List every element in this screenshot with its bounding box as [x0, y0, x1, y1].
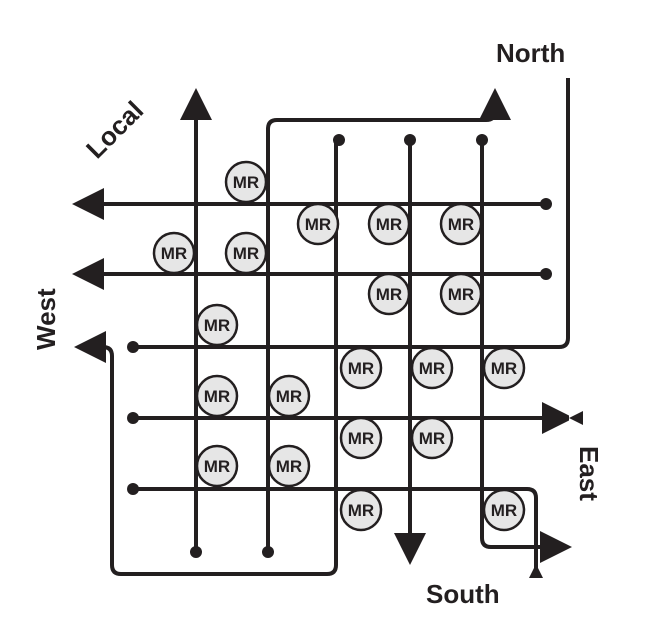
router-node: MR — [195, 374, 239, 418]
router-circle — [367, 272, 411, 316]
north-label: North — [496, 38, 565, 68]
router-node: MR — [267, 374, 311, 418]
router-label: MR — [233, 173, 259, 192]
router-circle — [339, 416, 383, 460]
router-node: MR — [339, 488, 383, 532]
north-path — [266, 88, 511, 552]
router-circle — [482, 488, 526, 532]
north-in-path — [133, 78, 570, 349]
router-node: MR — [339, 346, 383, 390]
router-label: MR — [376, 285, 402, 304]
dot-left-1 — [127, 341, 139, 353]
router-node: MR — [296, 202, 340, 246]
router-label: MR — [376, 215, 402, 234]
router-circle — [482, 346, 526, 390]
router-label: MR — [348, 429, 374, 448]
router-label: MR — [448, 285, 474, 304]
east-in-arrowhead — [529, 564, 543, 578]
east-out-path — [480, 140, 572, 563]
router-node: MR — [152, 231, 196, 275]
router-node: MR — [482, 488, 526, 532]
east-label: East — [574, 446, 604, 501]
router-node: MR — [339, 416, 383, 460]
router-circle — [339, 488, 383, 532]
router-label: MR — [419, 429, 445, 448]
router-node: MR — [410, 416, 454, 460]
dot-bottom-2 — [262, 546, 274, 558]
dot-top-2 — [404, 134, 416, 146]
local-label: Local — [80, 95, 149, 164]
router-label: MR — [276, 387, 302, 406]
router-label: MR — [419, 359, 445, 378]
router-nodes: MR MR MR MR MR MR MR MR MR MR MR MR MR MR MR MR MR MR MR MR — [152, 160, 526, 532]
dot-left-3 — [127, 483, 139, 495]
router-circle — [195, 444, 239, 488]
router-circle — [439, 272, 483, 316]
router-circle — [195, 303, 239, 347]
west-label: West — [31, 288, 61, 350]
router-circle — [224, 231, 268, 275]
router-node: MR — [367, 202, 411, 246]
router-node: MR — [195, 303, 239, 347]
router-node: MR — [410, 346, 454, 390]
router-label: MR — [491, 501, 517, 520]
router-circle — [152, 231, 196, 275]
router-label: MR — [348, 359, 374, 378]
router-label: MR — [204, 457, 230, 476]
dot-right-2 — [540, 268, 552, 280]
router-label: MR — [348, 501, 374, 520]
router-label: MR — [448, 215, 474, 234]
east-in-path — [133, 487, 538, 568]
router-node: MR — [267, 444, 311, 488]
dot-right-1 — [540, 198, 552, 210]
dot-top-1 — [333, 134, 345, 146]
router-label: MR — [161, 244, 187, 263]
router-circle — [410, 346, 454, 390]
router-node: MR — [224, 160, 268, 204]
router-node: MR — [367, 272, 411, 316]
router-circle — [410, 416, 454, 460]
router-circle — [224, 160, 268, 204]
router-circle — [339, 346, 383, 390]
router-node: MR — [195, 444, 239, 488]
terminal-dots — [127, 134, 552, 558]
router-node: MR — [439, 202, 483, 246]
router-label: MR — [276, 457, 302, 476]
dot-top-3 — [476, 134, 488, 146]
router-circle — [195, 374, 239, 418]
router-circle — [267, 374, 311, 418]
router-label: MR — [233, 244, 259, 263]
router-label: MR — [204, 316, 230, 335]
router-node: MR — [224, 231, 268, 275]
west-return-path — [90, 140, 338, 576]
router-circle — [267, 444, 311, 488]
router-circle — [296, 202, 340, 246]
dot-left-2 — [127, 412, 139, 424]
dot-bottom-1 — [190, 546, 202, 558]
router-circle — [367, 202, 411, 246]
router-label: MR — [305, 215, 331, 234]
router-label: MR — [491, 359, 517, 378]
router-label: MR — [204, 387, 230, 406]
router-circle — [439, 202, 483, 246]
row3-arrowhead — [569, 411, 583, 425]
router-node: MR — [482, 346, 526, 390]
south-label: South — [426, 579, 500, 609]
router-node: MR — [439, 272, 483, 316]
